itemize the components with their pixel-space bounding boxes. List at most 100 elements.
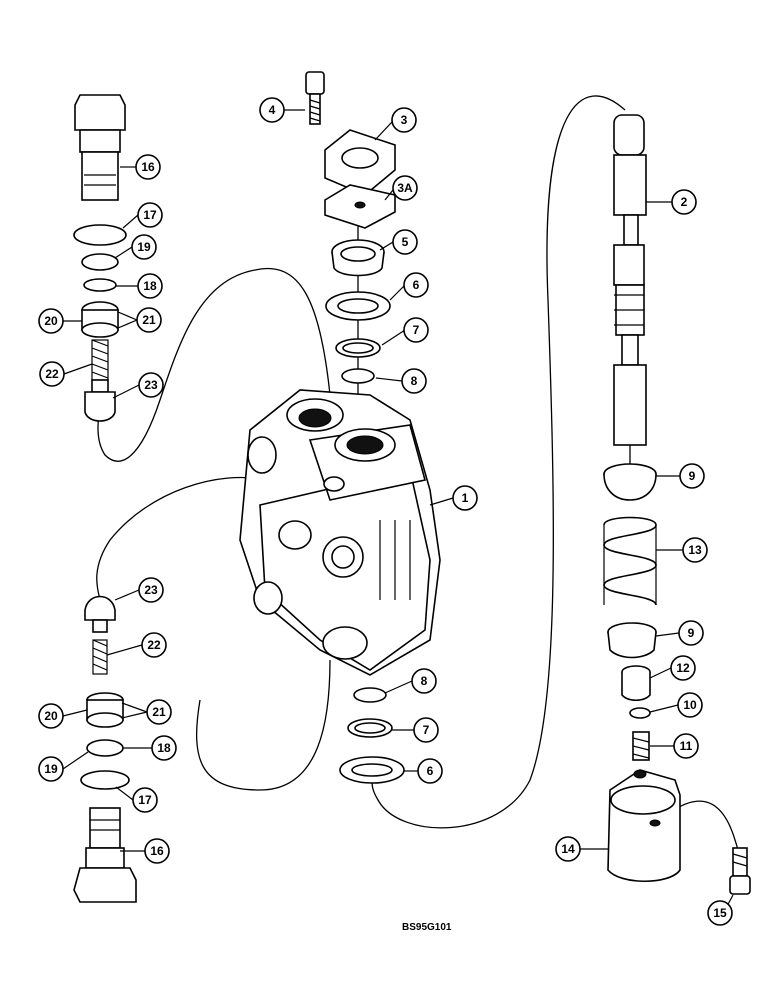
oring-17-lower — [80, 770, 130, 790]
plug-16-lower — [73, 807, 137, 903]
svg-text:10: 10 — [683, 698, 697, 712]
svg-text:18: 18 — [143, 279, 157, 293]
callout-17-lower: 17 — [132, 787, 158, 813]
svg-text:9: 9 — [689, 469, 696, 483]
callout-18-upper: 18 — [137, 273, 163, 299]
svg-text:23: 23 — [144, 583, 158, 597]
bolt-15 — [729, 847, 751, 895]
callout-8-lower: 8 — [411, 668, 437, 694]
spring-13 — [603, 516, 657, 606]
leader-lines — [62, 109, 734, 909]
callout-16-lower: 16 — [144, 838, 170, 864]
valve-body — [239, 389, 441, 676]
washer-6-upper — [325, 291, 391, 321]
callout-9-upper: 9 — [679, 463, 705, 489]
poppet-23-upper — [84, 379, 116, 422]
spring-seat-9-lower — [607, 622, 657, 659]
svg-text:4: 4 — [269, 103, 276, 117]
callout-22-upper: 22 — [39, 361, 65, 387]
callout-21-upper: 21 — [136, 307, 162, 333]
svg-text:17: 17 — [143, 208, 157, 222]
callout-21-lower: 21 — [146, 699, 172, 725]
svg-text:8: 8 — [421, 674, 428, 688]
callout-6-upper: 6 — [403, 272, 429, 298]
oring-8-lower — [353, 687, 387, 703]
ring-7-lower — [347, 718, 393, 738]
callout-20-upper: 20 — [38, 308, 64, 334]
callout-7-upper: 7 — [403, 317, 429, 343]
svg-text:21: 21 — [142, 313, 156, 327]
cap-3 — [324, 129, 396, 196]
svg-text:16: 16 — [141, 160, 155, 174]
seat-20-lower — [86, 692, 124, 728]
cap-14 — [607, 769, 681, 883]
callout-11: 11 — [673, 733, 699, 759]
svg-text:7: 7 — [413, 323, 420, 337]
oring-8-upper — [341, 368, 375, 384]
seal-5 — [331, 239, 385, 277]
svg-text:11: 11 — [680, 739, 693, 753]
spool-2 — [613, 114, 647, 446]
svg-text:12: 12 — [676, 661, 690, 675]
callout-8-upper: 8 — [401, 368, 427, 394]
callout-23-lower: 23 — [138, 577, 164, 603]
callout-15: 15 — [707, 900, 733, 926]
ring-19-lower — [86, 739, 124, 757]
plug-16-upper — [74, 94, 126, 201]
svg-text:5: 5 — [402, 235, 409, 249]
svg-text:21: 21 — [152, 705, 166, 719]
callout-7-lower: 7 — [413, 717, 439, 743]
spring-seat-9-upper — [603, 463, 657, 501]
svg-text:20: 20 — [44, 314, 58, 328]
svg-text:16: 16 — [150, 844, 164, 858]
bolt-11 — [632, 731, 650, 761]
callout-19-upper: 19 — [131, 234, 157, 260]
svg-text:17: 17 — [138, 793, 152, 807]
washer-10 — [629, 707, 651, 719]
plate-3a — [324, 184, 396, 229]
callout-22-lower: 22 — [141, 632, 167, 658]
svg-text:22: 22 — [147, 638, 161, 652]
callout-10: 10 — [677, 692, 703, 718]
svg-text:23: 23 — [144, 378, 158, 392]
figure-code: BS95G101 — [402, 922, 452, 933]
callout-3a: 3A — [392, 175, 418, 201]
bolt-4 — [305, 71, 325, 125]
callout-18-lower: 18 — [151, 735, 177, 761]
callout-16-upper: 16 — [135, 154, 161, 180]
oring-18-upper — [83, 278, 117, 292]
poppet-23-lower — [84, 595, 116, 633]
svg-text:9: 9 — [688, 626, 695, 640]
spring-22-lower — [92, 639, 108, 675]
svg-text:20: 20 — [44, 709, 58, 723]
svg-text:19: 19 — [44, 762, 58, 776]
svg-text:1: 1 — [462, 491, 469, 505]
oring-17-upper — [73, 224, 127, 246]
svg-text:22: 22 — [45, 367, 59, 381]
seat-20-upper — [81, 301, 119, 338]
callout-20-lower: 20 — [38, 703, 64, 729]
svg-text:15: 15 — [713, 906, 727, 920]
svg-text:14: 14 — [561, 842, 575, 856]
svg-text:3: 3 — [401, 113, 408, 127]
callout-3: 3 — [391, 107, 417, 133]
callout-12: 12 — [670, 655, 696, 681]
svg-text:19: 19 — [137, 240, 151, 254]
callout-14: 14 — [555, 836, 581, 862]
callout-13: 13 — [682, 537, 708, 563]
ring-7-upper — [335, 338, 381, 358]
callout-2: 2 — [671, 189, 697, 215]
callout-1: 1 — [452, 485, 478, 511]
callout-17-upper: 17 — [137, 202, 163, 228]
callout-19-lower: 19 — [38, 756, 64, 782]
callout-4: 4 — [259, 97, 285, 123]
callout-9-lower: 9 — [678, 620, 704, 646]
svg-text:13: 13 — [688, 543, 702, 557]
stop-12 — [621, 665, 651, 702]
callout-6-lower: 6 — [417, 758, 443, 784]
svg-text:2: 2 — [681, 195, 688, 209]
washer-6-lower — [339, 756, 405, 784]
svg-text:6: 6 — [413, 278, 420, 292]
callout-5: 5 — [392, 229, 418, 255]
